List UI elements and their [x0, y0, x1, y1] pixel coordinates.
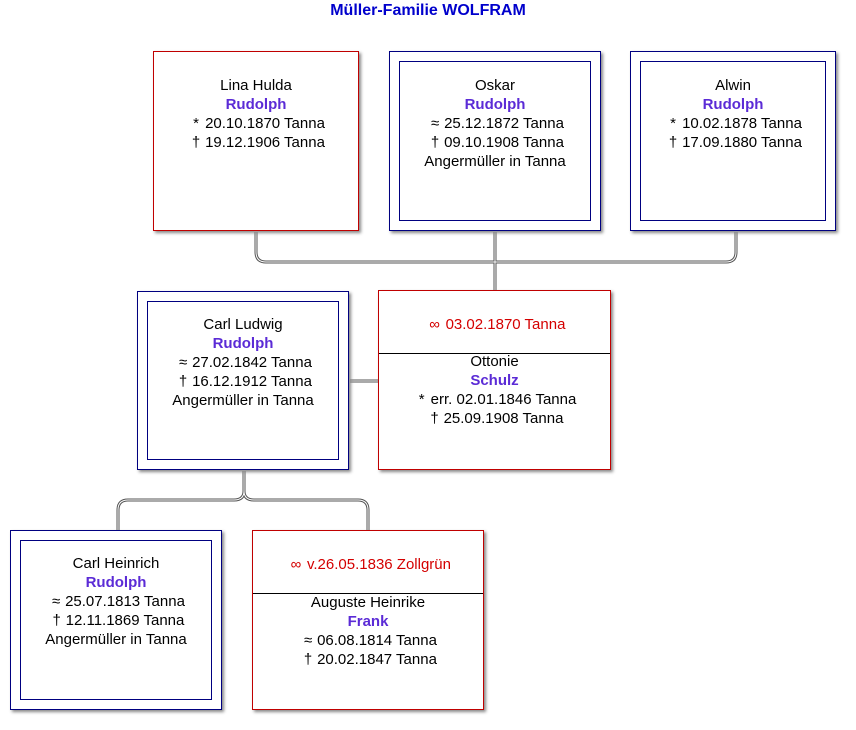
- baptism-symbol-icon: ≈: [51, 593, 61, 610]
- surname: Rudolph: [225, 96, 287, 113]
- given-name: Ottonie: [470, 353, 519, 370]
- baptism-date: 25.07.1813 Tanna: [65, 593, 185, 610]
- occupation: Angermüller in Tanna: [424, 153, 566, 170]
- given-name: Carl Ludwig: [203, 316, 283, 333]
- death-date: 20.02.1847 Tanna: [317, 651, 437, 668]
- death-symbol-icon: †: [52, 612, 61, 629]
- chart-title: Müller-Familie WOLFRAM: [330, 2, 526, 19]
- surname: Schulz: [470, 372, 519, 389]
- birth-symbol-icon: *: [670, 115, 676, 132]
- marriage-info: ∞ v.26.05.1836 Zollgrün: [253, 555, 483, 574]
- person-card-ottonie[interactable]: ∞ 03.02.1870 Tanna Ottonie Schulz * err. 0…: [378, 290, 611, 470]
- birth-date: 10.02.1878 Tanna: [682, 115, 802, 132]
- occupation: Angermüller in Tanna: [45, 631, 187, 648]
- marriage-date: 03.02.1870 Tanna: [445, 316, 566, 333]
- baptism-symbol-icon: ≈: [178, 354, 188, 371]
- baptism-symbol-icon: ≈: [303, 632, 313, 649]
- death-date: 25.09.1908 Tanna: [443, 410, 564, 427]
- death-symbol-icon: †: [430, 410, 439, 427]
- given-name: Oskar: [474, 77, 515, 94]
- surname: Frank: [347, 613, 389, 630]
- divider: [379, 353, 610, 354]
- marriage-rings-icon: ∞: [429, 316, 440, 333]
- death-symbol-icon: †: [668, 134, 678, 151]
- surname: Rudolph: [702, 96, 764, 113]
- marriage-rings-icon: ∞: [290, 556, 302, 573]
- person-card-oskar[interactable]: Oskar Rudolph ≈25.12.1872 Tanna †09.10.1…: [389, 51, 601, 231]
- death-date: 12.11.1869 Tanna: [65, 612, 185, 629]
- birth-date: err. 02.01.1846 Tanna: [430, 391, 577, 408]
- baptism-date: 27.02.1842 Tanna: [192, 354, 312, 371]
- surname: Rudolph: [464, 96, 526, 113]
- occupation: Angermüller in Tanna: [172, 392, 314, 409]
- surname: Rudolph: [85, 574, 147, 591]
- surname: Rudolph: [212, 335, 274, 352]
- death-date: 16.12.1912 Tanna: [192, 373, 312, 390]
- person-card-auguste-heinrike[interactable]: ∞v.26.05.1836 Zollgrün Auguste Heinrike …: [252, 530, 484, 710]
- person-card-carl-ludwig[interactable]: Carl Ludwig Rudolph ≈27.02.1842 Tanna †1…: [137, 291, 349, 470]
- death-date: 17.09.1880 Tanna: [682, 134, 802, 151]
- children-connector: [254, 232, 738, 290]
- death-symbol-icon: †: [303, 651, 313, 668]
- birth-symbol-icon: *: [418, 391, 425, 408]
- baptism-date: 25.12.1872 Tanna: [444, 115, 564, 132]
- person-card-lina-hulda[interactable]: Lina Hulda Rudolph * 20.10.1870 Tanna †19…: [153, 51, 359, 231]
- birth-date: 20.10.1870 Tanna: [205, 115, 325, 132]
- death-symbol-icon: †: [430, 134, 440, 151]
- death-symbol-icon: †: [178, 373, 188, 390]
- given-name: Lina Hulda: [220, 77, 292, 94]
- baptism-date: 06.08.1814 Tanna: [317, 632, 437, 649]
- marriage-date: v.26.05.1836 Zollgrün: [307, 556, 451, 573]
- given-name: Auguste Heinrike: [310, 594, 426, 611]
- given-name: Alwin: [715, 77, 751, 94]
- person-card-alwin[interactable]: Alwin Rudolph * 10.02.1878 Tanna †17.09.1…: [630, 51, 836, 231]
- death-date: 19.12.1906 Tanna: [205, 134, 325, 151]
- birth-symbol-icon: *: [193, 115, 199, 132]
- baptism-symbol-icon: ≈: [430, 115, 440, 132]
- given-name: Carl Heinrich: [72, 555, 160, 572]
- death-symbol-icon: †: [191, 134, 201, 151]
- death-date: 09.10.1908 Tanna: [444, 134, 564, 151]
- divider: [253, 593, 483, 594]
- person-card-carl-heinrich[interactable]: Carl Heinrich Rudolph ≈25.07.1813 Tanna …: [10, 530, 222, 710]
- marriage-info: ∞ 03.02.1870 Tanna: [379, 315, 610, 334]
